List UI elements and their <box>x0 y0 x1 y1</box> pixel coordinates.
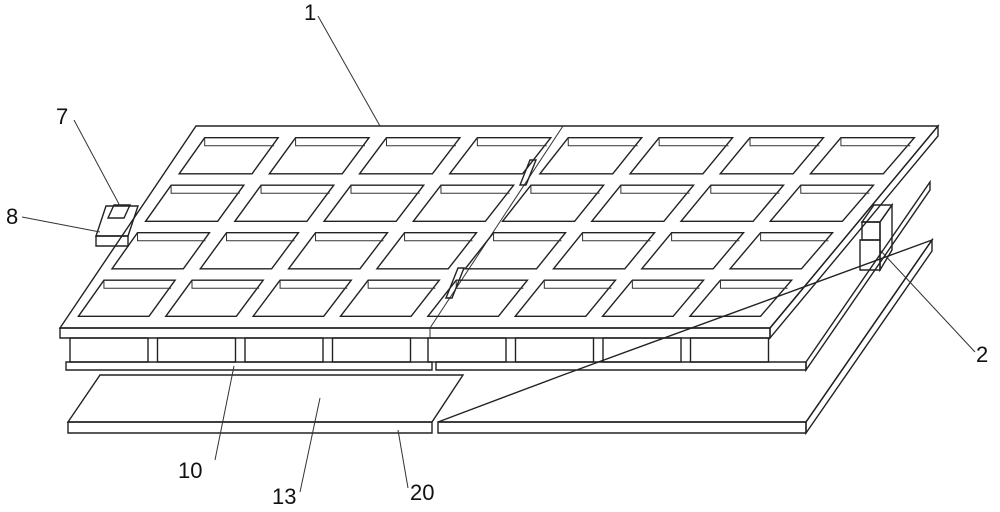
grid-cell-wall <box>279 280 348 289</box>
grid-cell-wall <box>749 137 820 147</box>
grid-cell-wall <box>710 185 780 194</box>
cell-wall-front <box>602 337 682 363</box>
grid-cell-wall <box>567 137 638 147</box>
label-grid-base: 10 <box>178 458 202 483</box>
grid-cell-wall <box>170 185 240 194</box>
grid-cell <box>538 136 644 175</box>
top-frame <box>58 124 940 340</box>
grid-cell-wall <box>455 280 524 289</box>
grid-cell-wall <box>295 137 366 147</box>
grid-cell-wall <box>840 137 911 147</box>
grid-cell <box>728 231 835 270</box>
grid-cell-wall <box>204 137 275 147</box>
grid-cell <box>411 184 516 223</box>
grid-cell <box>679 184 785 223</box>
grid-cell <box>164 279 265 317</box>
grid-cell <box>808 136 916 175</box>
grid-cell-wall <box>493 232 562 242</box>
grid-cell <box>110 231 211 270</box>
cell-openings <box>77 136 916 317</box>
grid-cell <box>513 279 617 317</box>
grid-cell-wall <box>658 137 729 147</box>
hinge <box>859 202 894 273</box>
grid-cell <box>322 184 426 223</box>
grid-cell <box>339 279 441 317</box>
grid-cell-wall <box>385 137 456 147</box>
grid-cell <box>177 136 280 175</box>
label-clip: 7 <box>56 104 68 129</box>
cell-wall-front <box>514 337 595 363</box>
grid-cell-wall <box>137 232 206 242</box>
grid-cell <box>640 231 746 270</box>
grid-cell <box>144 184 246 223</box>
grid-cell-wall <box>315 232 384 242</box>
cell-walls-front <box>69 337 770 363</box>
grid-cell-wall <box>440 185 510 194</box>
grid-cell-wall <box>530 185 600 194</box>
grid-cell <box>448 136 553 175</box>
cell-wall-front <box>427 337 507 363</box>
grid-cell <box>768 184 875 223</box>
grid-cell-wall <box>103 280 172 289</box>
grid-base <box>65 179 931 373</box>
grid-cell <box>358 136 462 175</box>
cell-wall-front <box>331 337 412 363</box>
grid-cell <box>198 231 300 270</box>
label-hinge: 2 <box>976 342 988 367</box>
bottom-plate <box>66 237 934 436</box>
grid-cell <box>287 231 389 270</box>
grid-cell-wall <box>543 280 612 289</box>
grid-cell-wall <box>350 185 420 194</box>
grid-cell-wall <box>404 232 473 242</box>
grid-cell <box>77 279 177 317</box>
grid-cell-wall <box>191 280 260 289</box>
latch-clip <box>95 204 139 247</box>
grid-cell <box>718 136 825 175</box>
grid-cell-wall <box>719 280 788 289</box>
grid-cell <box>267 136 371 175</box>
cell-wall-front <box>156 337 237 363</box>
center-latches <box>444 159 538 299</box>
leader-lines <box>21 15 976 493</box>
grid-cell <box>463 231 567 270</box>
grid-cell <box>501 184 606 223</box>
grid-cell <box>426 279 529 317</box>
grid-cell-wall <box>620 185 690 194</box>
grid-cell-wall <box>367 280 436 289</box>
grid-cell-wall <box>760 232 829 242</box>
grid-cell-wall <box>226 232 295 242</box>
grid-cell-wall <box>631 280 700 289</box>
grid-cell <box>590 184 696 223</box>
label-frame: 1 <box>304 0 316 25</box>
grid-cell <box>628 136 735 175</box>
grid-cell <box>251 279 353 317</box>
label-plate-edge: 20 <box>410 480 434 505</box>
grid-cell-wall <box>260 185 330 194</box>
grid-cell-wall <box>800 185 870 194</box>
grid-cell-wall <box>671 232 740 242</box>
label-bottom-plate: 13 <box>272 484 296 509</box>
grid-cell <box>233 184 336 223</box>
grid-cell <box>601 279 706 317</box>
grid-cell-wall <box>582 232 651 242</box>
grid-cell <box>375 231 478 270</box>
cell-wall-front <box>244 337 324 363</box>
cell-wall-front <box>689 337 770 363</box>
grid-cell <box>552 231 656 270</box>
grid-cell-wall <box>476 137 547 147</box>
label-latch: 8 <box>6 204 18 229</box>
cell-wall-front <box>69 337 149 363</box>
grid-cell <box>688 279 794 317</box>
